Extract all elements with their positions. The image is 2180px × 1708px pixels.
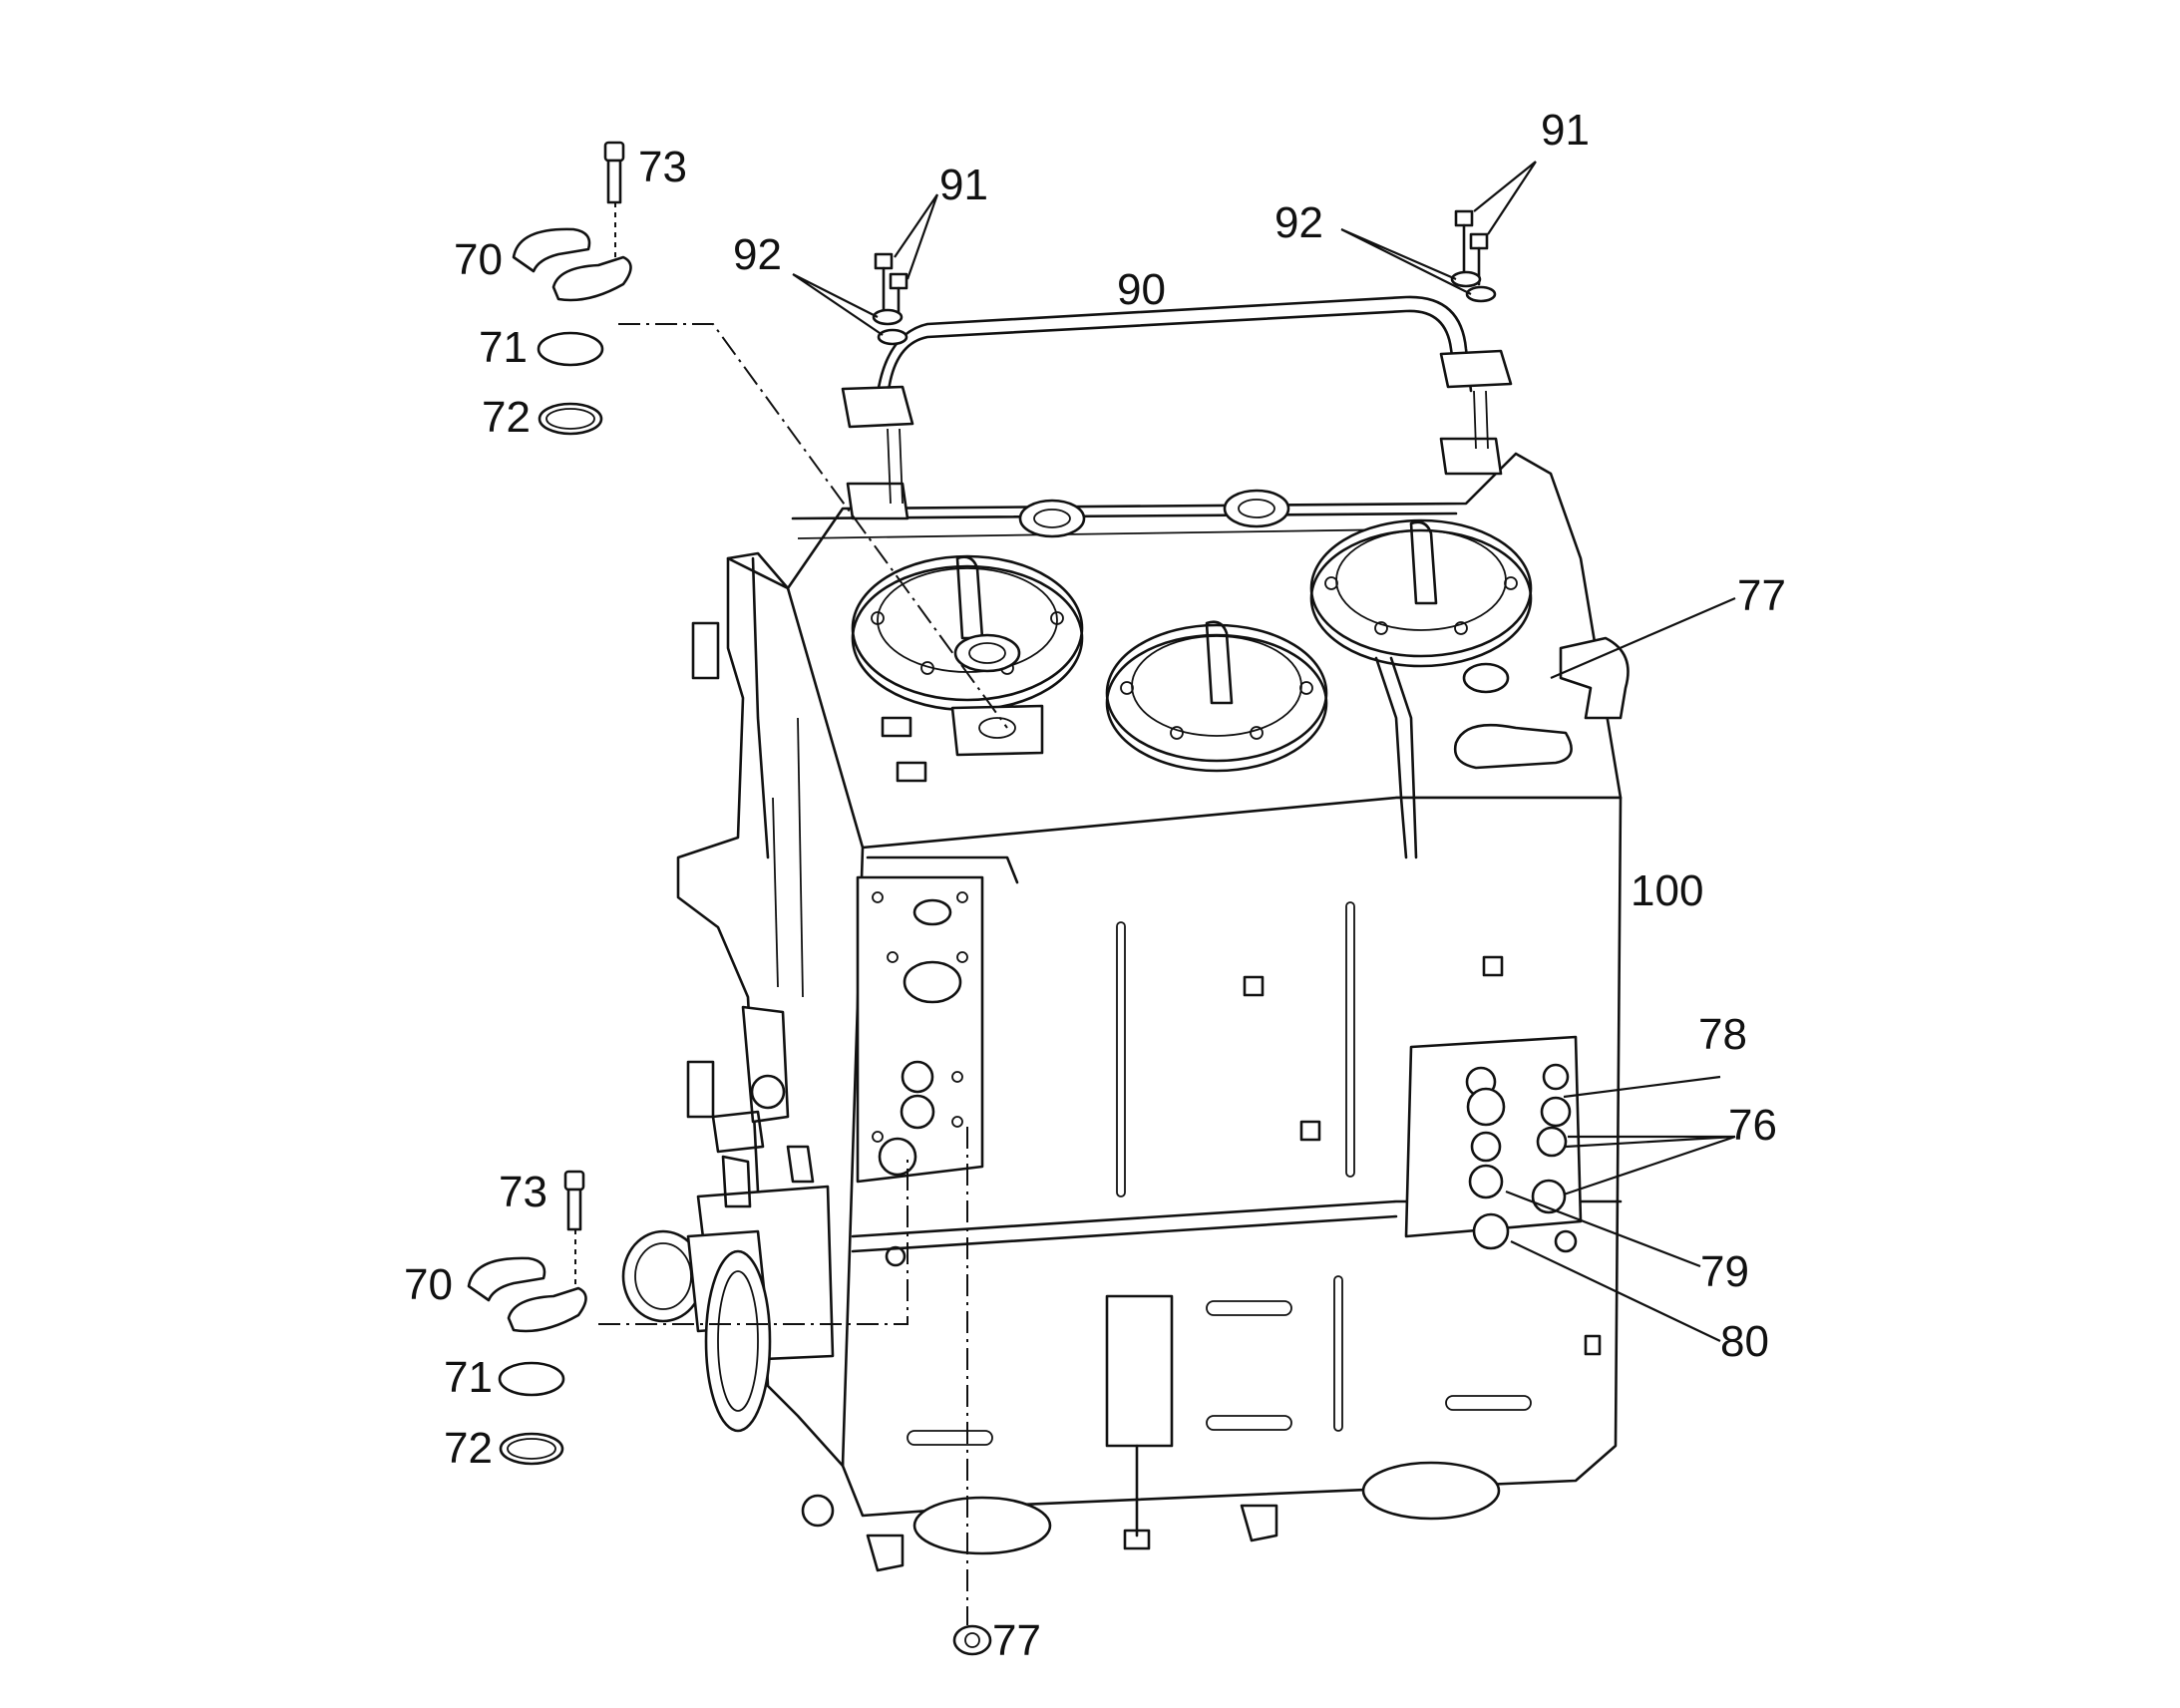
callout-100: 100: [1631, 866, 1703, 915]
callout-70-lower: 70: [404, 1260, 453, 1309]
callout-92-right: 92: [1274, 198, 1323, 247]
fitting-panel: [1404, 1035, 1583, 1250]
callout-90: 90: [1117, 265, 1166, 314]
callout-73-upper: 73: [638, 143, 687, 191]
callout-labels: 73 70 71 72 91 92 90 91 92 77 100 78 76 …: [404, 106, 1786, 1665]
left-pump-assembly: [621, 1005, 835, 1433]
callout-92-left: 92: [733, 230, 782, 279]
flange-kit-upper: [512, 141, 632, 436]
tank-covers: [846, 437, 1630, 783]
callout-80: 80: [1720, 1317, 1769, 1366]
callout-71-lower: 71: [444, 1353, 493, 1402]
bolts-and-washers: [872, 209, 1497, 346]
left-mounting-plate: [856, 855, 1019, 1184]
callout-72-lower: 72: [444, 1424, 493, 1473]
callout-76: 76: [1728, 1101, 1777, 1150]
bottom-feet: [801, 1229, 1578, 1572]
callout-73-lower: 73: [499, 1168, 547, 1216]
leader-lines: [792, 161, 1736, 1342]
callout-70-upper: 70: [454, 235, 503, 284]
drain-plug-77: [952, 1624, 992, 1656]
callout-71-upper: 71: [479, 323, 528, 372]
callout-77-upper: 77: [1737, 571, 1786, 620]
top-rail-90: [841, 295, 1513, 505]
callout-79: 79: [1700, 1247, 1749, 1296]
callout-72-upper: 72: [482, 393, 531, 442]
callout-91-right: 91: [1541, 106, 1590, 155]
callout-78: 78: [1698, 1010, 1747, 1059]
callout-91-left: 91: [939, 161, 988, 209]
assembly-lines: [574, 202, 1008, 1625]
flange-kit-lower: [467, 1170, 587, 1466]
callout-77-lower: 77: [992, 1616, 1041, 1665]
